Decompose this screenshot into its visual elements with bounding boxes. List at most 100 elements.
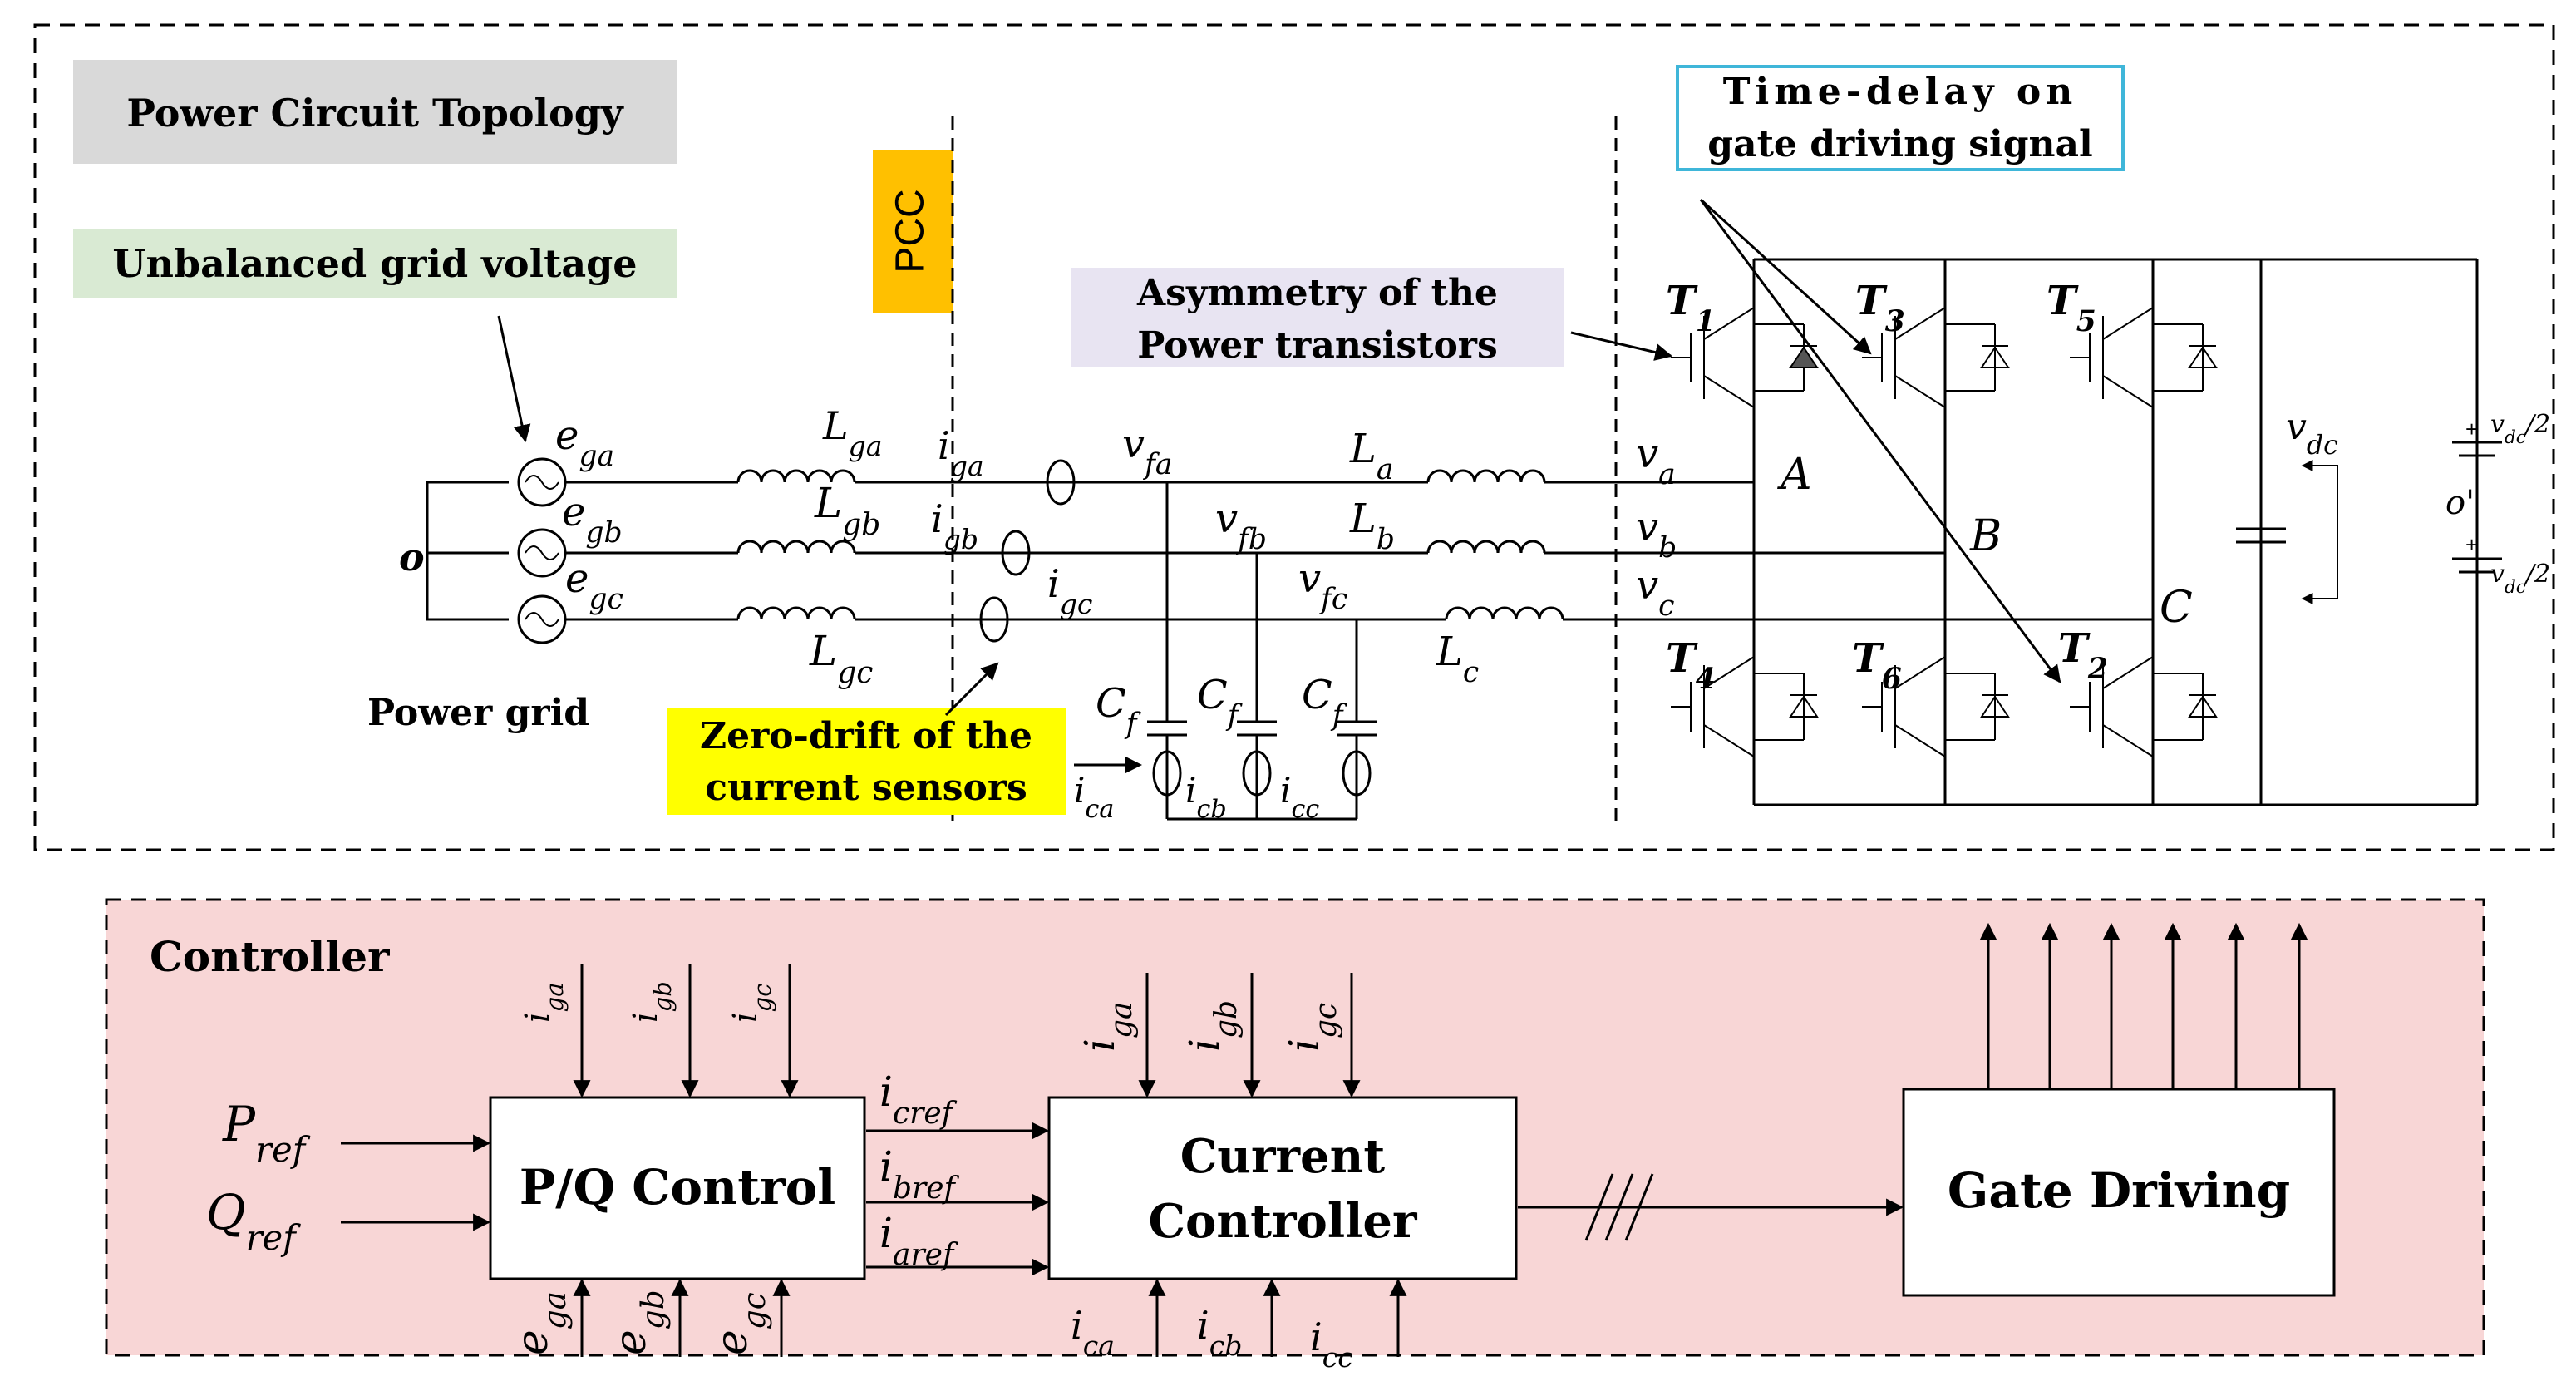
switch-t2: T2 xyxy=(2058,625,2108,686)
current-controller-label-2: Controller xyxy=(1148,1194,1418,1249)
current-controller-label-1: Current xyxy=(1180,1129,1386,1184)
cap-label-c: Cf xyxy=(1302,672,1347,732)
inverter-bridge xyxy=(1752,258,2479,806)
filter-inductor-a: La xyxy=(1349,426,1393,486)
svg-text:Zero-drift of the: Zero-drift of the xyxy=(700,715,1032,757)
dc-midpoint: o' xyxy=(2445,484,2475,522)
switch-t1: T1 xyxy=(1666,278,1716,338)
power-frame xyxy=(33,23,2555,851)
input-qref: Qref xyxy=(206,1184,301,1258)
pq-bottom-input-c: egc xyxy=(707,1292,772,1355)
converter-voltage-a: va xyxy=(1636,431,1676,491)
svg-text:+: + xyxy=(2465,417,2478,441)
controller-title: Controller xyxy=(150,932,390,981)
grid-current-b: igb xyxy=(931,496,978,555)
cap-current-a: ica xyxy=(1074,770,1114,824)
source-label-b: egb xyxy=(562,489,623,550)
input-pref: Pref xyxy=(222,1096,311,1170)
reference-arrows xyxy=(866,1122,1050,1276)
cap-current-b: icb xyxy=(1185,770,1227,824)
svg-text:Power transistors: Power transistors xyxy=(1137,324,1498,367)
filter-inductor-c: Lc xyxy=(1436,629,1479,689)
svg-text:+: + xyxy=(2465,532,2478,557)
pq-control-label: P/Q Control xyxy=(520,1159,836,1216)
pcc-label: PCC xyxy=(873,150,953,313)
gate-driving-label: Gate Driving xyxy=(1948,1162,2290,1219)
grid-neutral: o xyxy=(399,481,509,621)
phase-wires xyxy=(565,469,2153,621)
leg-a: A xyxy=(1777,450,1812,500)
pq-bottom-input-arrows xyxy=(573,1278,791,1357)
delay-arrow-t2 xyxy=(1699,199,2061,683)
asymmetry-label: Asymmetry of the Power transistors xyxy=(1071,268,1564,367)
switch-t5: T5 xyxy=(2047,278,2096,338)
ref-ibref: ibref xyxy=(879,1142,960,1206)
delay-arrow-t3 xyxy=(1699,198,1872,355)
zero-drift-arrow xyxy=(944,662,999,717)
svg-text:gate driving signal: gate driving signal xyxy=(1707,123,2092,165)
power-grid-label: Power grid xyxy=(367,692,589,734)
leg-b: B xyxy=(1969,511,2002,561)
switch-t3: T3 xyxy=(1855,278,1905,338)
grid-inductor-b: Lgb xyxy=(814,479,880,542)
cc-top-input-arrows xyxy=(1138,973,1361,1098)
filter-voltage-b: vfb xyxy=(1215,496,1267,556)
leg-c: C xyxy=(2160,583,2193,633)
three-phase-bus xyxy=(1518,1173,1904,1241)
cc-top-input-b: igb xyxy=(1180,1000,1244,1052)
pq-bottom-input-b: egb xyxy=(606,1290,671,1355)
filter-voltage-a: vfa xyxy=(1122,421,1173,481)
gate-output-arrows xyxy=(1979,922,2308,1089)
svg-text:o: o xyxy=(399,535,425,580)
time-delay-label: Time-delay on gate driving signal xyxy=(1676,65,2125,171)
filter-inductor-b: Lb xyxy=(1349,496,1395,556)
svg-text:Time-delay on: Time-delay on xyxy=(1723,71,2077,113)
ref-iaref: iaref xyxy=(879,1209,958,1272)
cap-current-c: icc xyxy=(1280,770,1319,824)
source-label-c: egc xyxy=(565,555,623,616)
dc-link: + + xyxy=(2236,417,2502,604)
cap-label-b: Cf xyxy=(1197,672,1243,732)
pq-top-input-b: igb xyxy=(627,981,677,1023)
cc-bottom-input-arrows xyxy=(1148,1278,1407,1357)
svg-text:Unbalanced grid voltage: Unbalanced grid voltage xyxy=(112,241,637,286)
half-dc-bottom: vdc/2 xyxy=(2490,560,2550,598)
grid-current-a: iga xyxy=(938,423,984,482)
converter-voltage-b: vb xyxy=(1636,504,1677,565)
cc-top-input-a: iga xyxy=(1076,1001,1139,1052)
svg-text:current sensors: current sensors xyxy=(705,767,1027,809)
current-controller-block xyxy=(1047,1096,1518,1280)
power-title: Power Circuit Topology xyxy=(73,60,677,164)
filter-voltage-c: vfc xyxy=(1298,555,1347,616)
cc-bottom-input-c: icc xyxy=(1310,1314,1353,1374)
pq-top-input-arrows xyxy=(573,964,799,1098)
grid-voltage-label: Unbalanced grid voltage xyxy=(73,229,677,298)
grid-current-sensors xyxy=(979,459,1076,643)
switch-modules xyxy=(1671,307,2218,757)
pq-bottom-input-a: ega xyxy=(508,1291,573,1355)
cc-bottom-input-a: ica xyxy=(1071,1303,1115,1362)
svg-text:Asymmetry of the: Asymmetry of the xyxy=(1136,272,1498,314)
zero-drift-label: Zero-drift of the current sensors xyxy=(667,708,1066,815)
converter-voltage-c: vc xyxy=(1636,562,1674,623)
dc-voltage: vdc xyxy=(2286,406,2338,461)
switch-t4: T4 xyxy=(1666,635,1716,696)
filter-capacitors xyxy=(1147,482,1377,821)
grid-inductor-a: Lga xyxy=(822,403,882,462)
grid-sources xyxy=(517,457,567,644)
asymmetry-arrow xyxy=(1570,331,1673,361)
pq-top-input-a: iga xyxy=(519,983,569,1023)
pq-top-input-c: igc xyxy=(727,984,776,1023)
svg-text:Power Circuit Topology: Power Circuit Topology xyxy=(126,91,623,136)
ref-icref: icref xyxy=(879,1068,958,1131)
switch-t6: T6 xyxy=(1852,635,1902,696)
grid-voltage-arrow xyxy=(497,315,531,443)
cc-bottom-input-b: icb xyxy=(1197,1303,1242,1362)
svg-text:PCC: PCC xyxy=(889,189,933,273)
gate-driving-block xyxy=(1902,1088,2336,1297)
pq-control-block xyxy=(489,1096,866,1280)
cc-top-input-c: igc xyxy=(1280,1003,1343,1052)
grid-current-c: igc xyxy=(1047,561,1092,620)
grid-inductor-c: Lgc xyxy=(809,627,873,690)
